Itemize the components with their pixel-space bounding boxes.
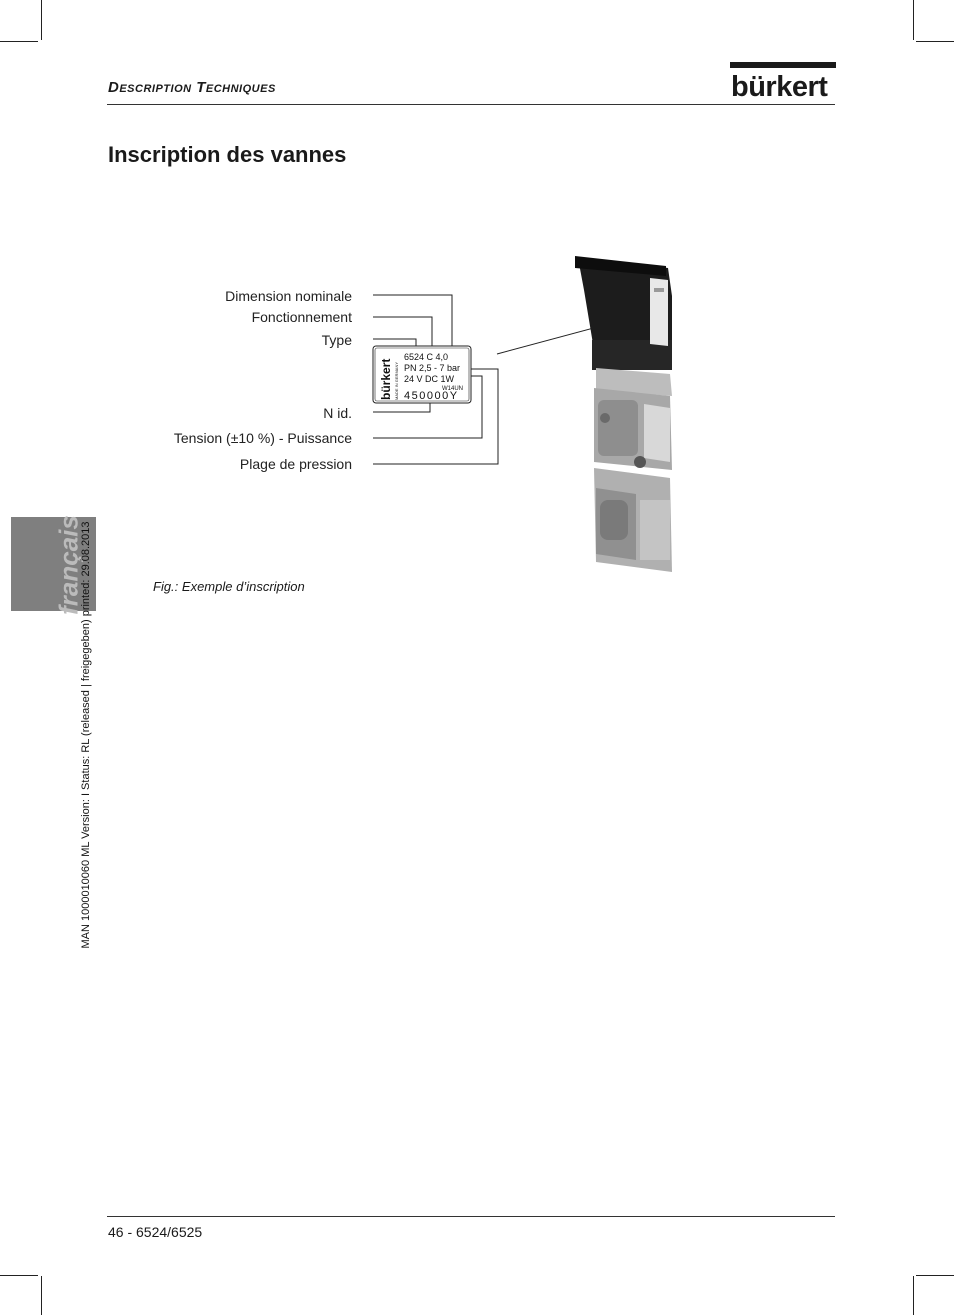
footer-rule [107,1216,835,1217]
burkert-logo: bürkert [730,62,836,100]
nameplate-made-in: MADE IN GERMANY [394,362,399,400]
valve-figure: bürkert MADE IN GERMANY 6524 C 4,0 PN 2,… [372,256,672,572]
section-title: Description Techniques [108,79,276,96]
nameplate-brand: bürkert [379,359,393,400]
nameplate-line-1: 6524 C 4,0 [404,352,448,362]
label-tension: Tension (±10 %) - Puissance [173,430,352,446]
crop-mark [41,0,42,40]
nameplate: bürkert MADE IN GERMANY 6524 C 4,0 PN 2,… [372,345,472,404]
nameplate-line-2: PN 2,5 - 7 bar [404,363,460,373]
crop-mark [41,1276,42,1315]
document-status-text: MAN 1000010060 ML Version: I Status: RL … [80,521,92,949]
crop-mark [0,1275,38,1276]
nameplate-id: 450000Y [404,390,459,402]
brand-wordmark: bürkert [731,71,828,100]
valve-photo [575,256,672,572]
nameplate-line-3: 24 V DC 1W [404,374,455,384]
label-plage: Plage de pression [239,456,352,472]
crop-mark [0,41,38,42]
crop-mark [913,0,914,40]
figure-caption: Fig.: Exemple d’inscription [153,579,305,594]
label-id: N id. [323,405,352,421]
label-fonctionnement: Fonctionnement [251,309,352,325]
crop-mark [916,1275,954,1276]
page-number: 46 - 6524/6525 [108,1224,203,1240]
header-rule [107,104,835,105]
crop-mark [916,41,954,42]
label-dimension-nominale: Dimension nominale [225,288,352,304]
crop-mark [913,1276,914,1315]
nameplate-code: W14UN [442,386,463,392]
language-tab: français [11,515,96,615]
label-type: Type [321,332,352,348]
page-title: Inscription des vannes [108,142,347,167]
